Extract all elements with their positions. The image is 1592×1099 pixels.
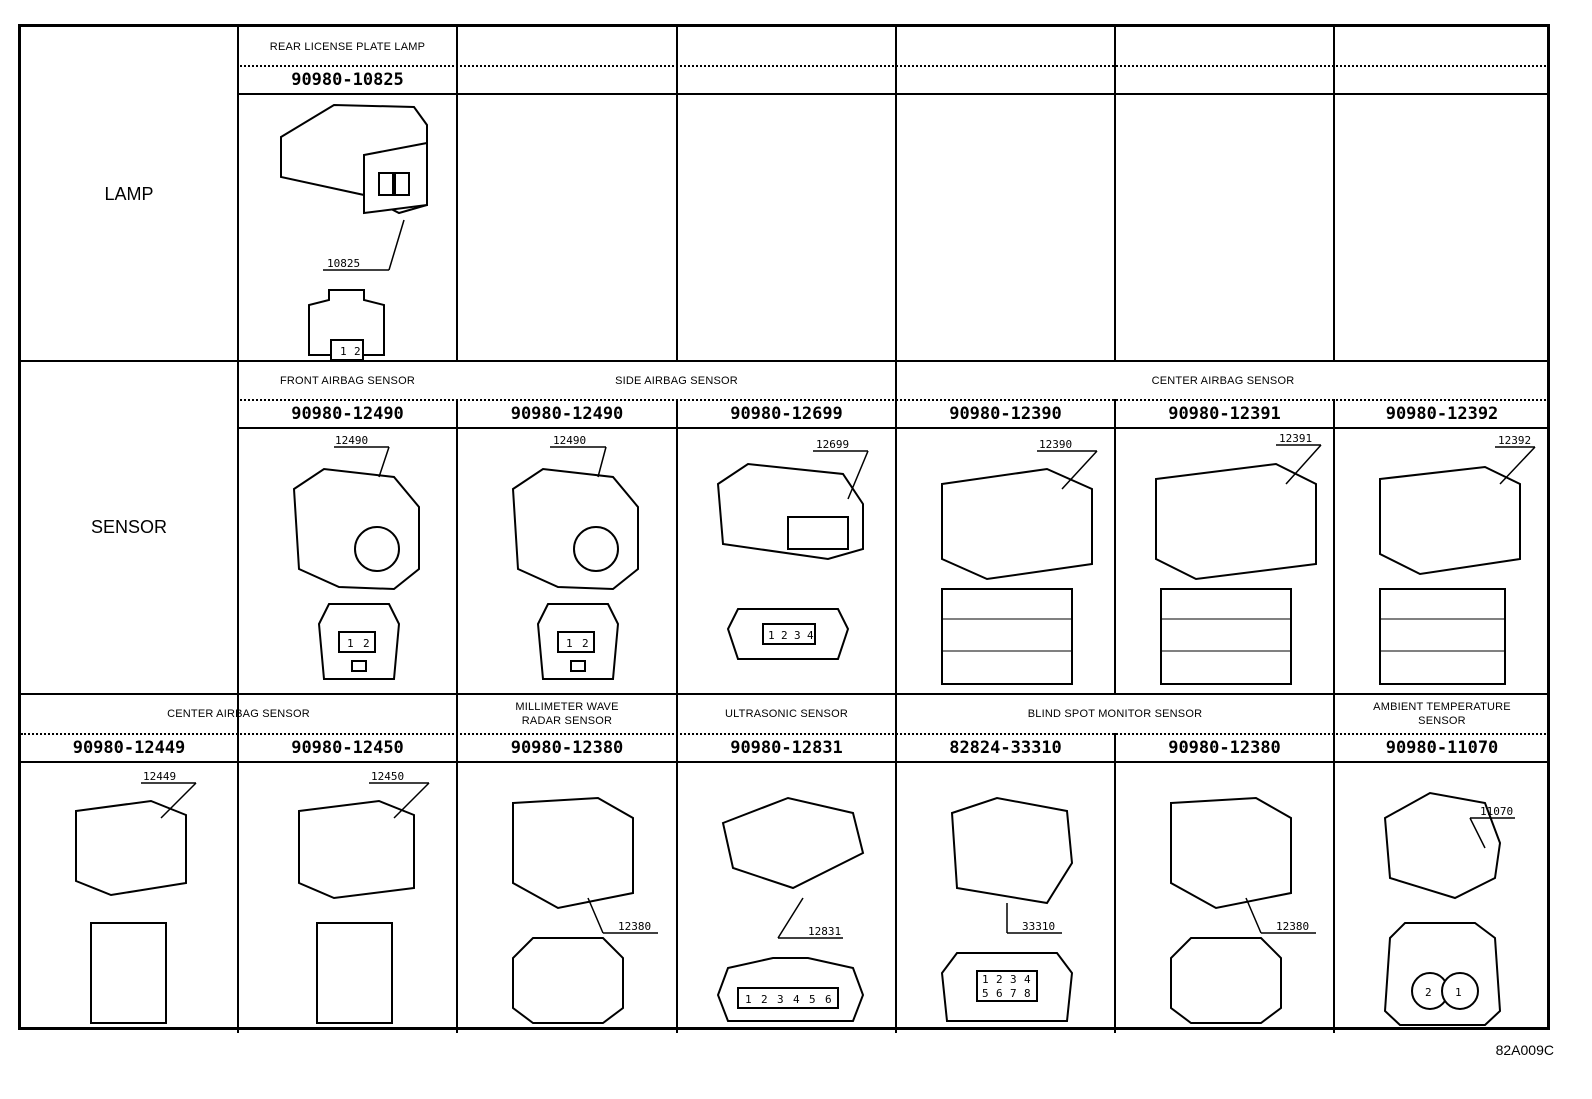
front-airbag-pin-2: 2: [363, 637, 370, 650]
center-airbag-c-part-number: 90980-12392: [1385, 404, 1499, 424]
front-airbag-code-text: 12490: [335, 434, 368, 447]
blind-spot-a-pin-6: 6: [996, 987, 1003, 1000]
center-airbag-c-connector-drawing: 12392: [1379, 434, 1536, 685]
ultrasonic-sensor-label: ULTRASONIC SENSOR: [725, 708, 848, 720]
blind-spot-b-part-number: 90980-12380: [1168, 738, 1281, 758]
front-airbag-sensor-label: FRONT AIRBAG SENSOR: [279, 375, 415, 387]
rear-license-plate-connector-drawing: 10825 1 2: [280, 103, 428, 360]
center-airbag-a-code-text: 12390: [1039, 438, 1072, 451]
connector-chart: LAMP SENSOR REAR LICENSE PLATE LAMP 9098…: [18, 24, 1550, 1033]
ultrasonic-pin-5: 5: [809, 993, 816, 1006]
front-airbag-part-number: 90980-12490: [291, 404, 404, 424]
side-airbag-b-connector-drawing: 12699 1 2 3 4: [716, 438, 869, 660]
center-airbag-2a-code-text: 12449: [143, 770, 176, 783]
ambient-code-text: 11070: [1480, 805, 1513, 818]
center-airbag-b-part-number: 90980-12391: [1168, 404, 1281, 424]
blind-spot-a-pin-2: 2: [996, 973, 1003, 986]
center-airbag-2b-code-text: 12450: [371, 770, 404, 783]
rear-license-code-text: 10825: [327, 257, 360, 270]
rear-license-pin-1: 1: [340, 345, 347, 358]
ultrasonic-pin-6: 6: [825, 993, 832, 1006]
mmwave-code-text: 12380: [618, 920, 651, 933]
center-airbag-sensor-label: CENTER AIRBAG SENSOR: [1151, 375, 1295, 387]
mmwave-connector-drawing: 12380: [512, 796, 658, 1024]
blind-spot-a-pin-8: 8: [1024, 987, 1031, 1000]
millimeter-wave-radar-label: MILLIMETER WAVE RADAR SENSOR: [515, 701, 619, 727]
rear-license-plate-lamp-part-number: 90980-10825: [291, 70, 404, 90]
center-airbag-a-part-number: 90980-12390: [949, 404, 1062, 424]
side-airbag-b-code-text: 12699: [816, 438, 849, 451]
center-airbag-2a-connector-drawing: 12449: [75, 770, 197, 1024]
side-airbag-a-pin-1: 1: [566, 637, 573, 650]
ultrasonic-part-number: 90980-12831: [730, 738, 843, 758]
blind-spot-b-connector-drawing: 12380: [1170, 796, 1316, 1024]
side-airbag-a-part-number: 90980-12490: [510, 404, 624, 424]
side-airbag-b-pin-1: 1: [768, 629, 775, 642]
ultrasonic-code-text: 12831: [808, 925, 841, 938]
center-airbag-a-connector-drawing: 12390: [941, 438, 1098, 685]
blind-spot-a-pin-5: 5: [982, 987, 989, 1000]
blind-spot-a-pin-1: 1: [982, 973, 989, 986]
center-airbag-b-connector-drawing: 12391: [1155, 432, 1322, 685]
side-airbag-a-code-text: 12490: [553, 434, 586, 447]
front-airbag-pin-1: 1: [347, 637, 354, 650]
side-airbag-b-part-number: 90980-12699: [730, 404, 843, 424]
front-airbag-connector-drawing: 12490 1 2: [292, 434, 420, 680]
ambient-part-number: 90980-11070: [1385, 738, 1499, 758]
side-airbag-b-pin-2: 2: [781, 629, 788, 642]
ultrasonic-pin-1: 1: [745, 993, 752, 1006]
center-airbag-c-code-text: 12392: [1498, 434, 1531, 447]
mmwave-part-number: 90980-12380: [510, 738, 624, 758]
blind-spot-a-pin-3: 3: [1010, 973, 1017, 986]
ambient-pin-2: 2: [1425, 986, 1432, 999]
ambient-connector-drawing: 11070 2 1: [1383, 791, 1515, 1026]
side-airbag-sensor-label: SIDE AIRBAG SENSOR: [615, 375, 738, 387]
ambient-pin-1: 1: [1455, 986, 1462, 999]
ultrasonic-pin-2: 2: [761, 993, 768, 1006]
figure-code: 82A009C: [1495, 1042, 1554, 1058]
center-airbag-b-code-text: 12391: [1279, 432, 1312, 445]
ultrasonic-connector-drawing: 12831 1 2 3 4 5 6: [716, 796, 865, 1022]
blind-spot-a-pin-7: 7: [1010, 987, 1017, 1000]
blind-spot-a-connector-drawing: 33310 1 2 3 4 5 6 7 8: [940, 796, 1074, 1022]
center-airbag-2b-connector-drawing: 12450: [298, 770, 430, 1024]
side-airbag-a-pin-2: 2: [582, 637, 589, 650]
rear-license-plate-lamp-label: REAR LICENSE PLATE LAMP: [269, 41, 426, 53]
blind-spot-monitor-label: BLIND SPOT MONITOR SENSOR: [1027, 708, 1203, 720]
center-airbag-sensor-2-label: CENTER AIRBAG SENSOR: [167, 708, 310, 720]
ambient-temperature-label: AMBIENT TEMPERATURE SENSOR: [1373, 701, 1511, 727]
ultrasonic-pin-4: 4: [793, 993, 800, 1006]
rear-license-pin-2: 2: [354, 345, 361, 358]
side-airbag-b-pin-4: 4: [807, 629, 814, 642]
blind-spot-b-code-text: 12380: [1276, 920, 1309, 933]
center-airbag-2a-part-number: 90980-12449: [72, 738, 186, 758]
blind-spot-a-code-text: 33310: [1022, 920, 1055, 933]
side-airbag-b-pin-3: 3: [794, 629, 801, 642]
category-lamp: LAMP: [104, 183, 154, 204]
blind-spot-a-pin-4: 4: [1024, 973, 1031, 986]
category-sensor: SENSOR: [90, 517, 168, 537]
ultrasonic-pin-3: 3: [777, 993, 784, 1006]
side-airbag-a-connector-drawing: 12490 1 2: [511, 434, 639, 680]
blind-spot-a-part-number: 82824-33310: [949, 738, 1062, 758]
center-airbag-2b-part-number: 90980-12450: [291, 738, 404, 758]
